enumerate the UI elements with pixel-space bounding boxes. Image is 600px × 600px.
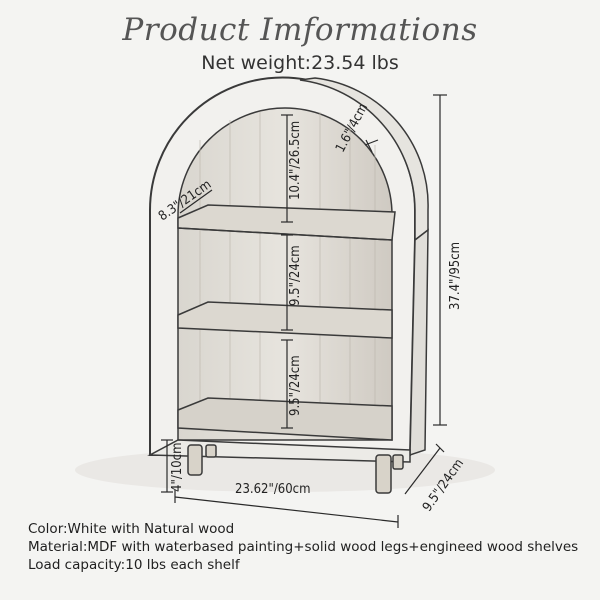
- dim-top-gap: 10.4"/26.5cm: [288, 120, 303, 200]
- dim-leg-height: 4"/10cm: [170, 442, 185, 492]
- dim-shelf-gap-bottom: 9.5"/24cm: [288, 355, 303, 416]
- page-title: Product Imformations: [122, 12, 478, 48]
- shelf-middle: [177, 301, 393, 339]
- dim-total-height: 37.4"/95cm: [448, 241, 463, 310]
- spec-list: Color:White with Natural wood Material:M…: [28, 520, 578, 574]
- dim-width: 23.62"/60cm: [235, 482, 311, 497]
- spec-material: Material:MDF with waterbased painting+so…: [28, 539, 579, 555]
- shelf-bottom: [177, 397, 393, 441]
- net-weight-label: Net weight:23.54 lbs: [201, 52, 399, 74]
- spec-load-capacity: Load capacity:10 lbs each shelf: [28, 557, 240, 573]
- dim-shelf-gap-middle: 9.5"/24cm: [288, 245, 303, 306]
- spec-color: Color:White with Natural wood: [28, 521, 235, 537]
